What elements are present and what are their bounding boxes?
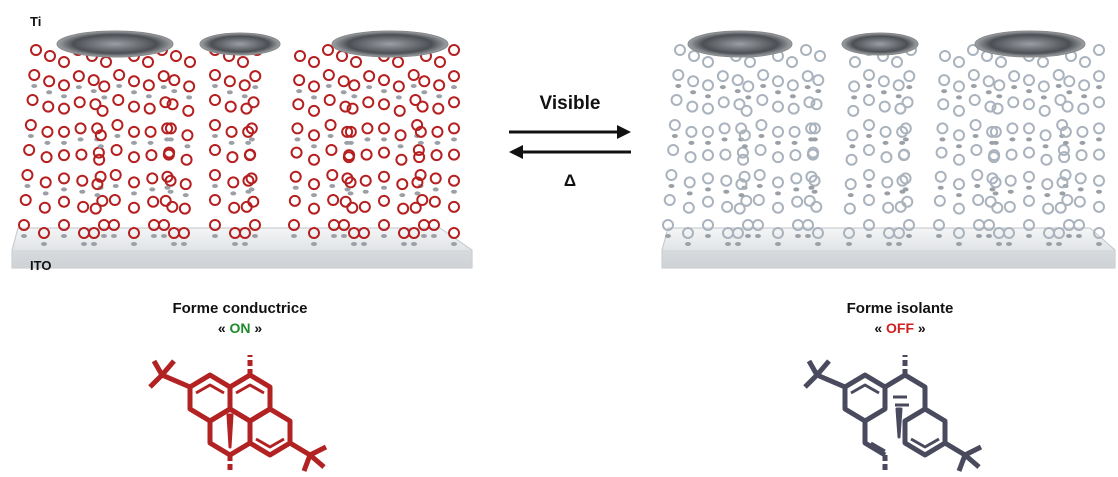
ti-electrode-off-2 — [841, 32, 919, 56]
molecular-wire — [288, 50, 306, 238]
molecular-wire — [802, 50, 826, 238]
switch-arrows: Visible Δ — [505, 85, 635, 195]
molecular-wire — [752, 44, 770, 238]
off-form-label: Forme isolante — [846, 300, 954, 317]
molecular-wires-off — [662, 44, 1105, 246]
forward-arrowhead — [617, 125, 631, 139]
molecular-wire — [786, 56, 804, 238]
off-state-label: « OFF » — [780, 320, 1020, 336]
ti-electrode-2 — [199, 32, 281, 56]
molecular-wire — [772, 50, 784, 246]
on-quote-close: » — [250, 320, 263, 336]
molecular-wire — [1023, 50, 1035, 238]
molecular-wire — [893, 44, 917, 246]
molecule-on-structure — [148, 355, 328, 473]
backward-arrowhead — [509, 145, 523, 159]
molecular-wire — [128, 50, 140, 246]
molecular-wire — [38, 50, 56, 246]
molecular-wire — [178, 56, 196, 246]
device-on-illustration: Ti ITO — [0, 0, 475, 285]
off-state-word: OFF — [886, 320, 914, 336]
delta-label: Δ — [563, 171, 577, 190]
molecular-wire — [983, 56, 1007, 238]
molecular-wire — [981, 50, 1005, 246]
molecular-wire — [863, 44, 875, 238]
ti-electrode-1 — [56, 30, 174, 58]
molecular-wire — [322, 44, 340, 238]
molecular-wire — [142, 56, 160, 238]
molecular-wire — [1093, 44, 1105, 246]
molecular-wire — [392, 56, 410, 246]
molecule-off-structure — [803, 355, 983, 473]
molecular-wire — [18, 44, 42, 238]
molecular-wire — [448, 44, 460, 246]
off-quote-close: » — [914, 320, 926, 336]
molecular-wire — [428, 56, 446, 238]
molecular-wire — [716, 44, 734, 246]
molecular-wire — [953, 56, 965, 246]
molecular-wire — [378, 50, 390, 238]
off-quote-open: « — [874, 320, 886, 336]
molecular-wire — [1037, 56, 1055, 246]
molecular-wire — [88, 56, 112, 246]
molecular-wire — [1003, 44, 1021, 246]
on-state-word: ON — [229, 320, 251, 336]
molecular-wire — [662, 44, 686, 238]
molecular-wire — [843, 56, 861, 246]
molecular-wire — [108, 44, 126, 238]
device-off-illustration — [660, 0, 1118, 285]
on-form-label: Forme conductrice — [172, 300, 308, 317]
ti-electrode-off-3 — [974, 30, 1086, 58]
device-off-svg — [661, 30, 1116, 269]
molecular-wire — [237, 56, 261, 238]
molecular-wire — [702, 56, 714, 238]
molecular-wire — [308, 56, 320, 246]
ito-label: ITO — [30, 258, 52, 273]
molecular-wire — [209, 44, 221, 238]
molecular-wire — [933, 50, 951, 238]
molecular-wire — [223, 50, 241, 246]
ti-electrode-off-1 — [687, 30, 793, 58]
molecular-wire — [1073, 56, 1091, 238]
molecular-wire — [72, 44, 90, 246]
molecular-wire — [682, 50, 700, 246]
molecular-wire — [358, 44, 376, 246]
ti-label: Ti — [30, 14, 42, 29]
on-state-label: « ON » — [120, 320, 360, 336]
molecular-wire — [158, 50, 182, 238]
molecular-wire — [58, 56, 70, 238]
ti-electrode-3 — [331, 30, 449, 58]
molecular-wires-on — [18, 44, 460, 246]
equilibrium-arrows-svg — [509, 125, 631, 159]
molecular-wire — [967, 44, 985, 238]
visible-label: Visible — [539, 93, 601, 114]
molecular-wire — [338, 56, 362, 238]
device-on-svg — [11, 30, 473, 269]
molecular-wire — [877, 50, 895, 246]
on-quote-open: « — [217, 320, 230, 336]
molecular-wire — [239, 44, 263, 246]
molecular-wire — [800, 44, 824, 246]
